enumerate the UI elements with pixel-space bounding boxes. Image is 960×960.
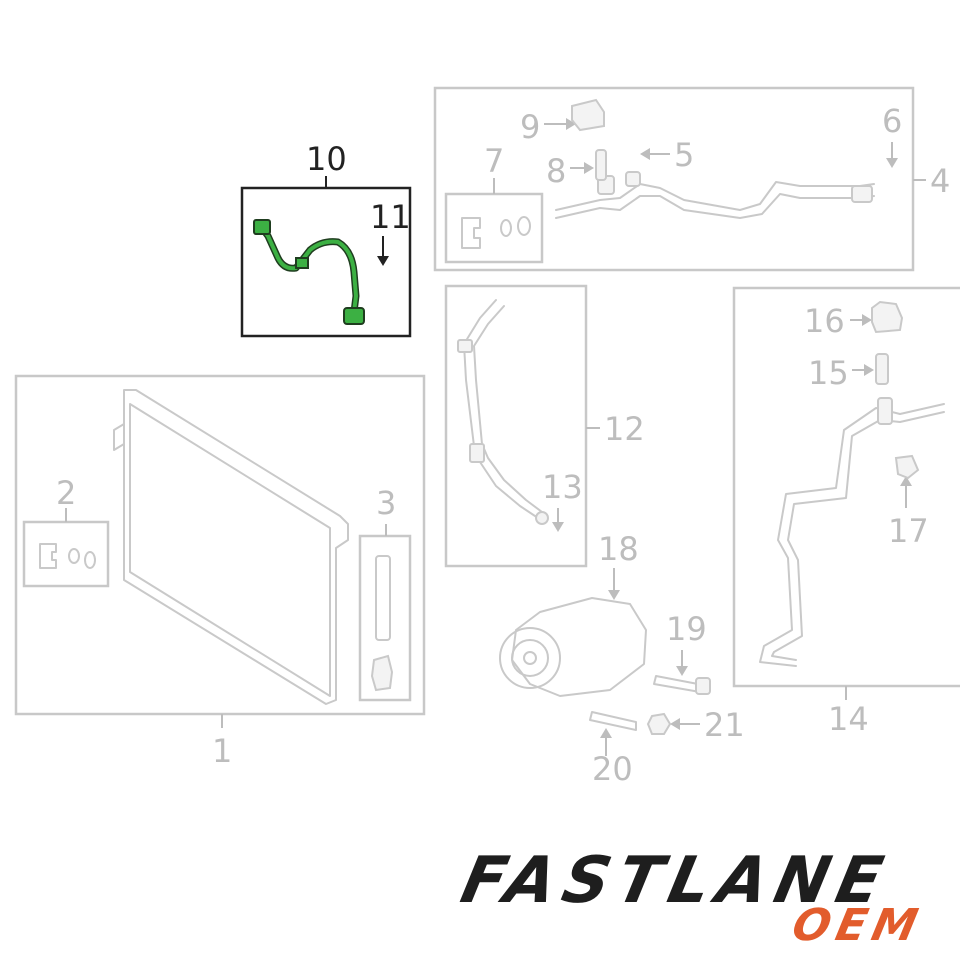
bolt-19-head	[695, 677, 711, 695]
callout-12[interactable]: 12	[604, 410, 645, 448]
fitting-12b	[469, 443, 485, 463]
arrow-21-head	[670, 718, 680, 730]
fastlane-oem-logo: FASTLANE OEM	[455, 844, 928, 951]
compressor-clutch-18-hub	[523, 651, 537, 665]
part-group-12[interactable]: 12 13	[444, 284, 645, 568]
compressor-body-18	[511, 597, 647, 697]
arrow-15-head	[864, 364, 874, 376]
callout-5[interactable]: 5	[674, 136, 694, 174]
o-ring-2a	[68, 548, 80, 564]
callout-7[interactable]: 7	[484, 142, 504, 180]
hose-4-inner	[555, 193, 875, 219]
part-box-12	[444, 284, 588, 568]
part-box-4	[433, 86, 915, 272]
hose-12	[463, 299, 539, 519]
arrow-19-head	[676, 666, 688, 676]
arrow-13-head	[552, 522, 564, 532]
callout-1[interactable]: 1	[212, 732, 232, 770]
part-group-10[interactable]: 10 11	[240, 140, 412, 338]
plug-3	[370, 654, 394, 692]
fitting-4b	[625, 171, 641, 187]
callout-21[interactable]: 21	[704, 706, 745, 744]
condenser-1-tank	[113, 423, 125, 451]
hose-4	[555, 181, 875, 211]
part-group-14[interactable]: 14 16 15 17	[732, 286, 960, 738]
filter-3	[375, 555, 391, 641]
fitting-12c	[535, 511, 549, 525]
clip-2	[39, 543, 57, 569]
logo-main-text: FASTLANE	[455, 844, 897, 918]
part-box-7	[444, 192, 544, 264]
condenser-1	[123, 389, 349, 705]
part-group-20[interactable]: 20	[589, 711, 637, 788]
stud-20	[589, 711, 637, 731]
arrow-11-head	[377, 256, 389, 266]
arrow-5-head	[640, 148, 650, 160]
condenser-1-inner	[129, 403, 331, 697]
clip-7	[461, 217, 481, 249]
fitting-4c	[851, 185, 873, 203]
callout-2[interactable]: 2	[56, 474, 76, 512]
part-group-21[interactable]: 21	[646, 706, 745, 744]
logo-sub-text: OEM	[788, 900, 928, 950]
callout-8[interactable]: 8	[546, 152, 566, 190]
callout-18[interactable]: 18	[598, 530, 639, 568]
callout-20[interactable]: 20	[592, 750, 633, 788]
part-group-18[interactable]: 18	[499, 530, 647, 697]
part-box-1	[14, 374, 426, 716]
callout-11[interactable]: 11	[370, 198, 411, 236]
valve-8	[595, 149, 607, 181]
sensor-17	[894, 454, 920, 480]
bolt-19	[653, 675, 701, 693]
o-ring-2b	[84, 551, 96, 569]
nut-21	[646, 712, 672, 735]
cap-16	[871, 300, 904, 334]
callout-17[interactable]: 17	[888, 512, 929, 550]
part-group-19[interactable]: 19	[653, 610, 711, 695]
cap-9	[571, 98, 605, 132]
arrow-16-head	[862, 314, 872, 326]
callout-15[interactable]: 15	[808, 354, 849, 392]
hose-collar	[295, 257, 309, 269]
callout-9[interactable]: 9	[520, 108, 540, 146]
part-box-2	[22, 520, 110, 588]
compressor-clutch-18	[499, 627, 561, 689]
callout-3[interactable]: 3	[376, 484, 396, 522]
arrow-8-head	[584, 162, 594, 174]
arrow-6-head	[886, 158, 898, 168]
o-ring-7a	[500, 219, 512, 237]
fitting-14a	[877, 397, 893, 425]
valve-15	[875, 353, 889, 385]
compressor-clutch-18-inner	[511, 639, 549, 677]
part-group-4[interactable]: 4 7 9 8 5 6	[433, 86, 950, 272]
callout-14[interactable]: 14	[828, 700, 869, 738]
highlighted-hose-10[interactable]	[258, 224, 360, 316]
callout-4[interactable]: 4	[930, 162, 950, 200]
part-group-1[interactable]: 1 2 3	[14, 374, 426, 770]
hose-fitting-bottom	[343, 307, 365, 325]
callout-16[interactable]: 16	[804, 302, 845, 340]
arrow-20-head	[600, 728, 612, 738]
highlighted-hose-10-fill	[260, 226, 358, 314]
part-box-14	[732, 286, 960, 688]
arrow-18-head	[608, 590, 620, 600]
callout-6[interactable]: 6	[882, 102, 902, 140]
arrow-17-head	[900, 476, 912, 486]
fitting-12a	[457, 339, 473, 353]
callout-19[interactable]: 19	[666, 610, 707, 648]
callout-10[interactable]: 10	[306, 140, 347, 178]
arrow-9-head	[566, 118, 576, 130]
callout-13[interactable]: 13	[542, 468, 583, 506]
o-ring-7b	[517, 216, 531, 236]
hose-fitting-top	[253, 219, 271, 235]
hose-12-inner	[473, 305, 543, 513]
